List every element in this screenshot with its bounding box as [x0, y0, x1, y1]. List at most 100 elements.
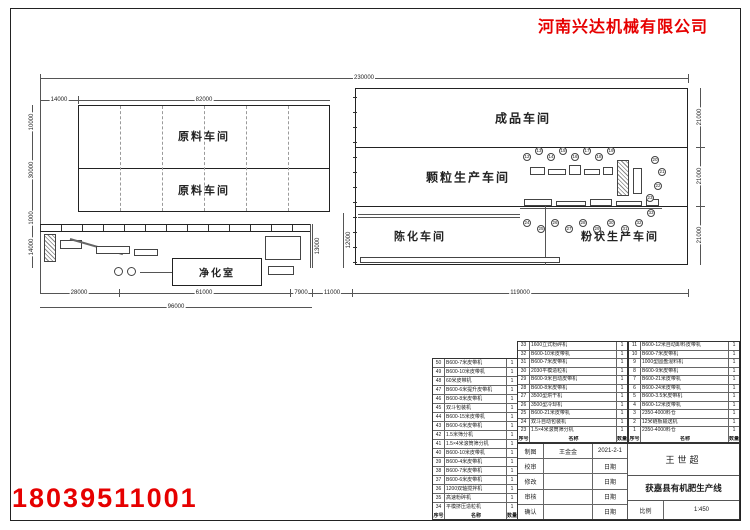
bom-seq: 50: [433, 359, 445, 367]
bom-name: B600-6米皮带机: [445, 476, 507, 484]
title-block-right: 王世超 获嘉县有机肥生产线 比例 1:450: [628, 444, 739, 519]
bom-header-row: 序号 名称 数量: [433, 512, 517, 519]
dim-label-right-c: 21000: [697, 225, 703, 245]
bom-row: 50 B600-7米皮带机 1: [433, 359, 517, 368]
title-block-role-label: 审核: [518, 489, 544, 504]
dim-tick: [352, 289, 353, 297]
bom-name: B600-15米皮带机: [445, 413, 507, 421]
bom-seq: 5: [629, 393, 641, 401]
bom-seq: 36: [433, 485, 445, 493]
bom-name: B600-10米皮带机: [445, 368, 507, 376]
bom-name: B600-6米皮带机: [445, 422, 507, 430]
title-block-signature: 王金金: [544, 444, 593, 459]
bom-qty: 1: [732, 342, 736, 348]
dim-line-inner-b: [343, 213, 344, 268]
granulator-symbol: [530, 167, 545, 175]
bom-qty: 1: [510, 450, 514, 456]
crusher-symbol: [603, 167, 613, 175]
bay-grid-line: [120, 106, 121, 211]
bom-seq: 37: [433, 476, 445, 484]
title-block-role-label: 校审: [518, 459, 544, 474]
bom-qty: 1: [732, 384, 736, 391]
dim-label-left-a: 10000: [29, 112, 35, 132]
bom-qty: 1: [732, 410, 736, 416]
bom-row: 46 B600-8米皮带机 1: [433, 395, 517, 404]
bom-seq: 47: [433, 386, 445, 394]
bom-name: B600-4米皮带机: [445, 458, 507, 466]
bom-qty: 1: [732, 418, 736, 425]
column-grid-band: [40, 224, 310, 232]
balloon-callout: 28: [579, 219, 587, 227]
room-label-finished: 成品车间: [494, 111, 552, 126]
dim-line-left: [32, 105, 33, 268]
bom-seq: 26: [518, 401, 530, 409]
bom-seq: 35: [433, 494, 445, 502]
scale-row: 比例 1:450: [628, 501, 739, 519]
title-block-date: 日期: [603, 464, 616, 471]
bom-seq: 9: [629, 359, 641, 367]
bom-seq: 2: [629, 418, 641, 426]
title-block-row: 校审 日期: [518, 459, 627, 475]
bom-name: 平模挤压造粒机: [445, 503, 507, 512]
bom-table-middle: 33 1600立式粉碎机 1 32 B600-10米皮带机 1 31 B600-…: [517, 341, 628, 443]
bom-row: 44 B600-15米皮带机 1: [433, 413, 517, 422]
bom-qty: 1: [620, 427, 624, 433]
bom-qty: 1: [510, 504, 514, 510]
dim-label-inner-a: 13000: [315, 236, 321, 256]
room-label-purification: 净化室: [199, 268, 235, 280]
dryer-symbol: [617, 160, 629, 196]
bom-row: 40 B600-10米皮带机 1: [433, 449, 517, 458]
bom-name: 2030平模造粒机: [530, 367, 617, 375]
bom-row: 8 B600-9米皮带机 1: [629, 367, 739, 376]
bom-qty: 1: [620, 384, 624, 391]
bom-seq: 43: [433, 422, 445, 430]
production-divider-2: [355, 206, 688, 208]
bom-name: 3500型冷却机: [530, 401, 617, 409]
bom-seq: 23: [518, 427, 530, 436]
title-block-signature: [544, 489, 593, 504]
title-block-role-label: 确认: [518, 504, 544, 520]
bom-qty: 1: [510, 414, 514, 420]
bom-row: 33 1600立式粉碎机 1: [518, 342, 627, 351]
bom-seq: 39: [433, 458, 445, 466]
bom-name: 2350-4000料仓: [641, 410, 729, 418]
balloon-callout: 18: [595, 153, 603, 161]
bom-row: 3 2350-4000料仓 1: [629, 410, 739, 419]
fan-symbol: [114, 267, 123, 276]
room-label-powder: 粉状生产车间: [581, 231, 659, 243]
bom-row: 28 B600-8米皮带机 1: [518, 384, 627, 393]
dim-label-right-a: 21000: [697, 107, 703, 127]
bom-header-name: 名称: [530, 435, 617, 442]
title-block-signature: [544, 474, 593, 489]
bom-seq: 46: [433, 395, 445, 403]
bom-qty: 1: [620, 393, 624, 399]
bom-name: B600-9米皮带机: [641, 367, 729, 375]
bom-qty: 1: [732, 393, 736, 399]
bom-name: B600-12米皮带机: [641, 401, 729, 409]
bom-qty: 1: [620, 376, 624, 382]
title-block-date: 日期: [603, 480, 616, 486]
bay-grid-line: [162, 106, 163, 211]
title-block-signature: [544, 459, 593, 474]
bom-seq: 8: [629, 367, 641, 375]
bom-header-seq: 序号: [433, 512, 445, 519]
fan-symbol: [127, 267, 136, 276]
bom-row: 7 B600-21米皮带机 1: [629, 376, 739, 385]
bom-row: 43 B600-6米皮带机 1: [433, 422, 517, 431]
bom-header-qty: 数量: [729, 435, 739, 442]
mixer-symbol: [569, 165, 581, 175]
bom-qty: 1: [510, 369, 514, 375]
bom-row: 34 平模挤压造粒机 1: [433, 503, 517, 512]
bom-seq: 30: [518, 367, 530, 375]
bom-name: B600-8米皮带机: [445, 395, 507, 403]
conveyor-symbol: [616, 201, 642, 206]
bom-name: B600-7米皮带机: [445, 359, 507, 367]
dim-tick: [688, 74, 689, 83]
title-block-row: 修改 日期: [518, 474, 627, 490]
bom-name: 1.5米筛分机: [445, 431, 507, 439]
bom-qty: 1: [620, 418, 624, 425]
room-label-raw-top: 原料车间: [178, 131, 230, 143]
bom-qty: 1: [732, 359, 736, 365]
balloon-callout: 31: [621, 225, 629, 233]
building-raw-material: [78, 105, 330, 212]
